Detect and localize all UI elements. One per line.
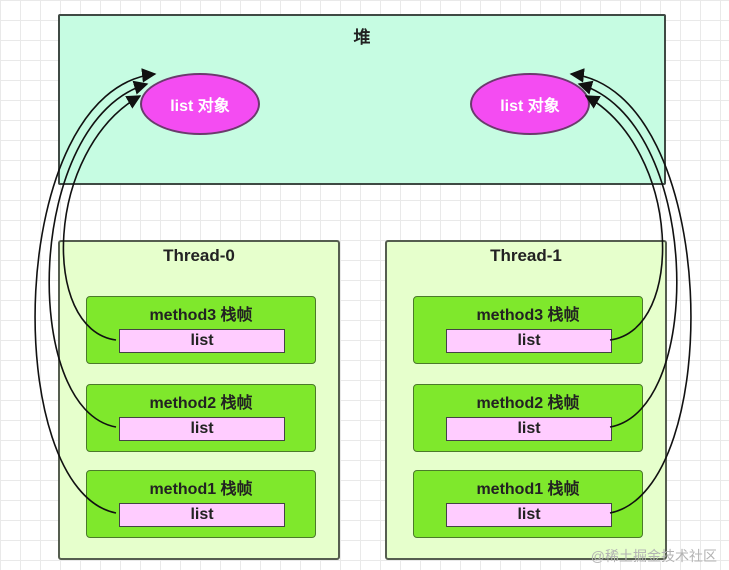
heap-object-label: list 对象 bbox=[170, 98, 230, 115]
heap-object-list-1: list 对象 bbox=[140, 73, 260, 135]
thread-0: Thread-0 method3 栈帧 list method2 栈帧 list… bbox=[58, 240, 340, 560]
frame-title: method3 栈帧 bbox=[149, 307, 253, 324]
heap-object-list-2: list 对象 bbox=[470, 73, 590, 135]
frame-variable-list: list bbox=[119, 503, 285, 527]
thread-1: Thread-1 method3 栈帧 list method2 栈帧 list… bbox=[385, 240, 667, 560]
frame-title: method2 栈帧 bbox=[149, 395, 253, 412]
frame-title: method2 栈帧 bbox=[476, 395, 580, 412]
frame-title: method1 栈帧 bbox=[149, 481, 253, 498]
heap-region: 堆 list 对象 list 对象 bbox=[58, 14, 666, 185]
frame-variable-list: list bbox=[119, 329, 285, 353]
frame-title: method3 栈帧 bbox=[476, 307, 580, 324]
heap-object-label: list 对象 bbox=[500, 98, 560, 115]
frame-variable-list: list bbox=[119, 417, 285, 441]
heap-title: 堆 bbox=[353, 28, 371, 47]
frame-title: method1 栈帧 bbox=[476, 481, 580, 498]
thread-title: Thread-1 bbox=[490, 246, 562, 265]
stack-frame-method2: method2 栈帧 list bbox=[86, 384, 316, 452]
stack-frame-method3: method3 栈帧 list bbox=[86, 296, 316, 364]
frame-variable-list: list bbox=[446, 417, 612, 441]
watermark: @稀土掘金技术社区 bbox=[590, 548, 717, 564]
stack-frame-method1: method1 栈帧 list bbox=[413, 470, 643, 538]
thread-title: Thread-0 bbox=[163, 246, 235, 265]
stack-frame-method3: method3 栈帧 list bbox=[413, 296, 643, 364]
stack-frame-method2: method2 栈帧 list bbox=[413, 384, 643, 452]
frame-variable-list: list bbox=[446, 503, 612, 527]
stack-frame-method1: method1 栈帧 list bbox=[86, 470, 316, 538]
frame-variable-list: list bbox=[446, 329, 612, 353]
